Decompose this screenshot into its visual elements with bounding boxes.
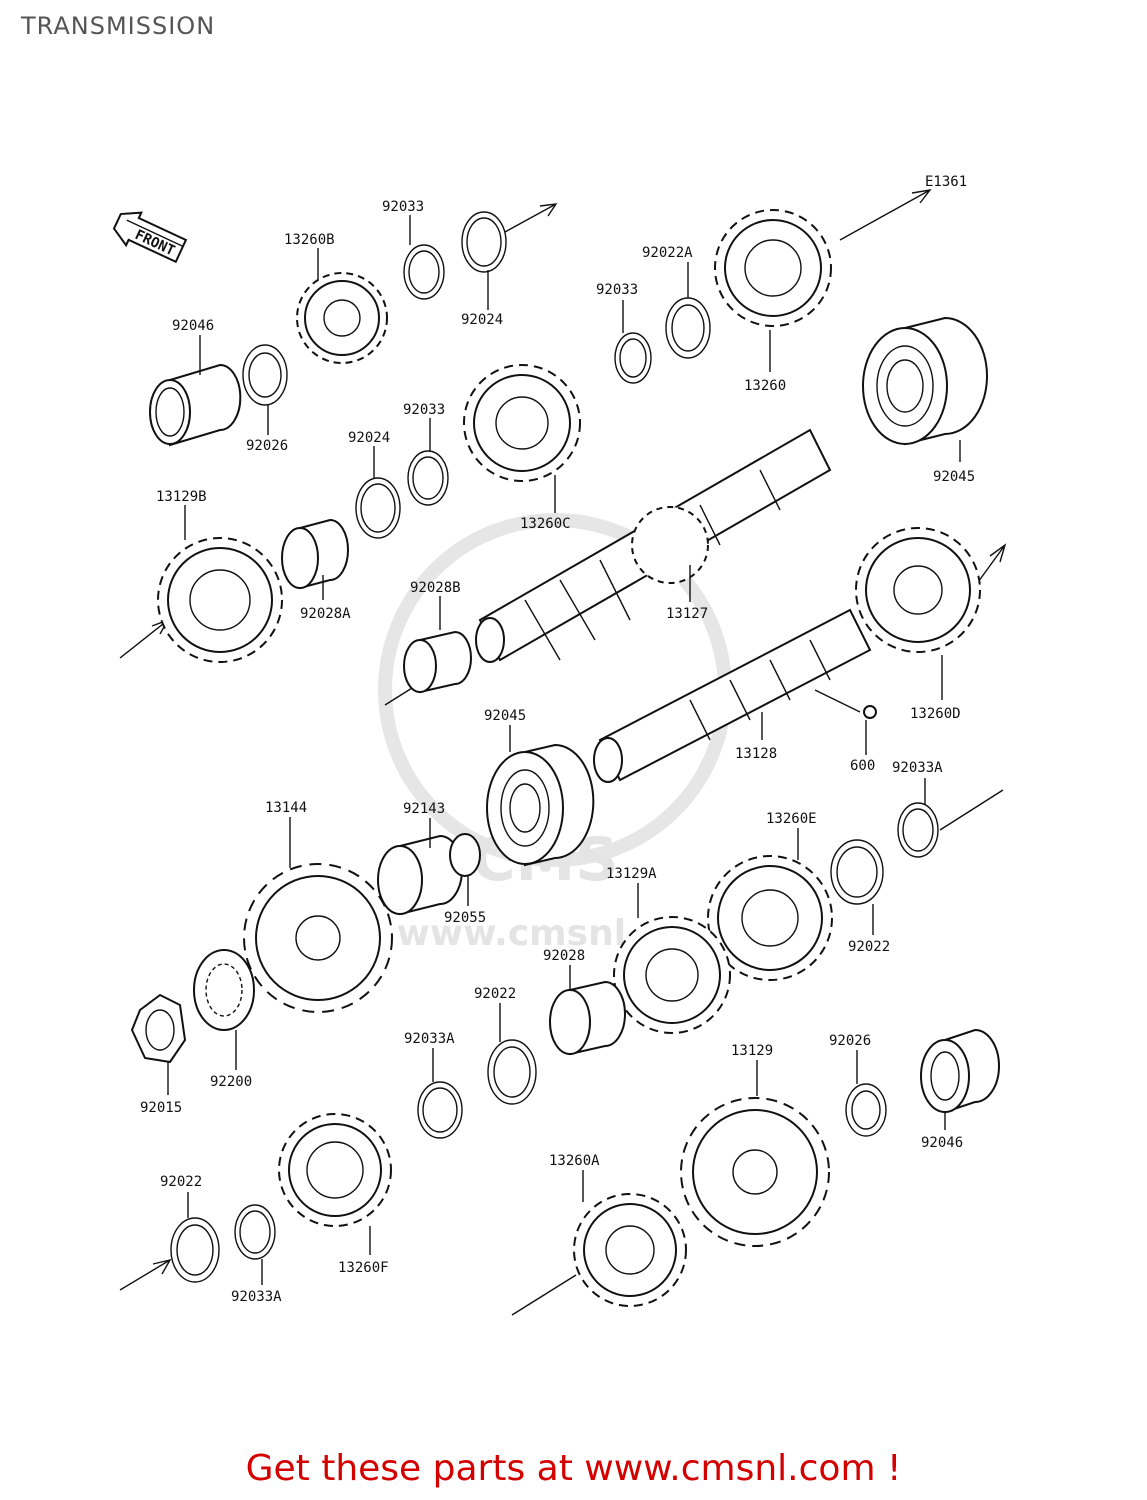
part-label: 92028B: [410, 580, 461, 596]
sprocket-13144[interactable]: [243, 863, 393, 1013]
circlip-92033-lower[interactable]: [407, 450, 449, 506]
gear-13260f[interactable]: [278, 1113, 392, 1227]
shaft-13127[interactable]: [475, 428, 832, 663]
bushing-92028[interactable]: [549, 980, 626, 1056]
gear-13260[interactable]: [714, 209, 832, 327]
gear-13260c[interactable]: [463, 364, 581, 482]
part-label: 13128: [735, 746, 777, 762]
bushing-92028a[interactable]: [281, 518, 349, 590]
part-label: 92033A: [231, 1289, 282, 1305]
part-label: 13260F: [338, 1260, 389, 1276]
ball-600[interactable]: [863, 705, 877, 719]
gear-13260d[interactable]: [855, 527, 981, 653]
washer-92022-lower[interactable]: [170, 1217, 220, 1283]
part-label: 13260B: [284, 232, 335, 248]
collar-92046-top[interactable]: [149, 363, 242, 447]
part-label: 92033: [382, 199, 424, 215]
gear-13129a[interactable]: [613, 916, 731, 1034]
part-label: 92200: [210, 1074, 252, 1090]
part-label: 600: [850, 758, 875, 774]
part-label: 92022: [848, 939, 890, 955]
nut-92015[interactable]: [130, 993, 187, 1064]
circlip-92033a-lower[interactable]: [234, 1204, 276, 1260]
part-label: 92033: [403, 402, 445, 418]
footer-promo-text[interactable]: Get these parts at www.cmsnl.com !: [245, 1448, 902, 1489]
lock-washer-92200[interactable]: [193, 949, 255, 1031]
part-label: 92024: [461, 312, 503, 328]
part-label: 92046: [921, 1135, 963, 1151]
part-label: 13129B: [156, 489, 207, 505]
part-label: 92022A: [642, 245, 693, 261]
bushing-92028b[interactable]: [403, 630, 472, 694]
part-label: 13260E: [766, 811, 817, 827]
circlip-92033a-right[interactable]: [897, 802, 939, 858]
part-label: 13260: [744, 378, 786, 394]
part-label: 92033: [596, 282, 638, 298]
part-label: 92026: [829, 1033, 871, 1049]
gear-13129b[interactable]: [157, 537, 283, 663]
transmission-exploded-diagram: CMS www.cmsnl.com FRONT E1361: [112, 174, 1007, 1316]
gear-13260a[interactable]: [573, 1193, 687, 1307]
part-label: 92033A: [404, 1031, 455, 1047]
washer-92022a[interactable]: [665, 297, 711, 359]
circlip-92033-top[interactable]: [403, 244, 445, 300]
part-label: 92026: [246, 438, 288, 454]
direction-arrows: [119, 189, 1007, 1316]
bearing-92045-upper[interactable]: [862, 316, 988, 446]
washer-92026-lower[interactable]: [845, 1083, 887, 1137]
part-label: 92143: [403, 801, 445, 817]
front-arrow-icon: FRONT: [112, 211, 188, 264]
part-label: 92022: [474, 986, 516, 1002]
part-label: 92045: [484, 708, 526, 724]
leader-lines: [167, 215, 961, 1285]
part-label: 92046: [172, 318, 214, 334]
part-labels: 92033 92024 13260B 92046 92026 92022A 92…: [140, 199, 975, 1305]
part-label: 92033A: [892, 760, 943, 776]
reference-code: E1361: [925, 174, 967, 190]
circlip-92033a-mid[interactable]: [417, 1081, 463, 1139]
part-label: 92022: [160, 1174, 202, 1190]
part-label: 92015: [140, 1100, 182, 1116]
shaft-13128[interactable]: [593, 608, 872, 783]
collar-92143[interactable]: [377, 834, 463, 916]
part-label: 13129A: [606, 866, 657, 882]
washer-92024-top[interactable]: [461, 211, 507, 273]
bearing-92045-lower[interactable]: [486, 743, 595, 867]
o-ring-92055[interactable]: [449, 833, 481, 877]
collar-92046-lower[interactable]: [920, 1028, 1000, 1114]
washer-92022-right[interactable]: [830, 839, 884, 905]
page-title: TRANSMISSION: [21, 12, 216, 40]
part-label: 13144: [265, 800, 307, 816]
part-label: 13260D: [910, 706, 961, 722]
gear-13260e[interactable]: [707, 855, 833, 981]
part-label: 92045: [933, 469, 975, 485]
part-label: 13127: [666, 606, 708, 622]
part-label: 92028A: [300, 606, 351, 622]
part-label: 92055: [444, 910, 486, 926]
part-label: 13129: [731, 1043, 773, 1059]
part-label: 92024: [348, 430, 390, 446]
gear-13260b[interactable]: [296, 272, 388, 364]
washer-92022-mid[interactable]: [487, 1039, 537, 1105]
part-label: 13260A: [549, 1153, 600, 1169]
part-label: 92028: [543, 948, 585, 964]
washer-92024-lower[interactable]: [355, 477, 401, 539]
circlip-92033-mid[interactable]: [614, 332, 652, 384]
washer-92026-top[interactable]: [242, 344, 288, 406]
gear-13129[interactable]: [680, 1097, 830, 1247]
part-label: 13260C: [520, 516, 571, 532]
